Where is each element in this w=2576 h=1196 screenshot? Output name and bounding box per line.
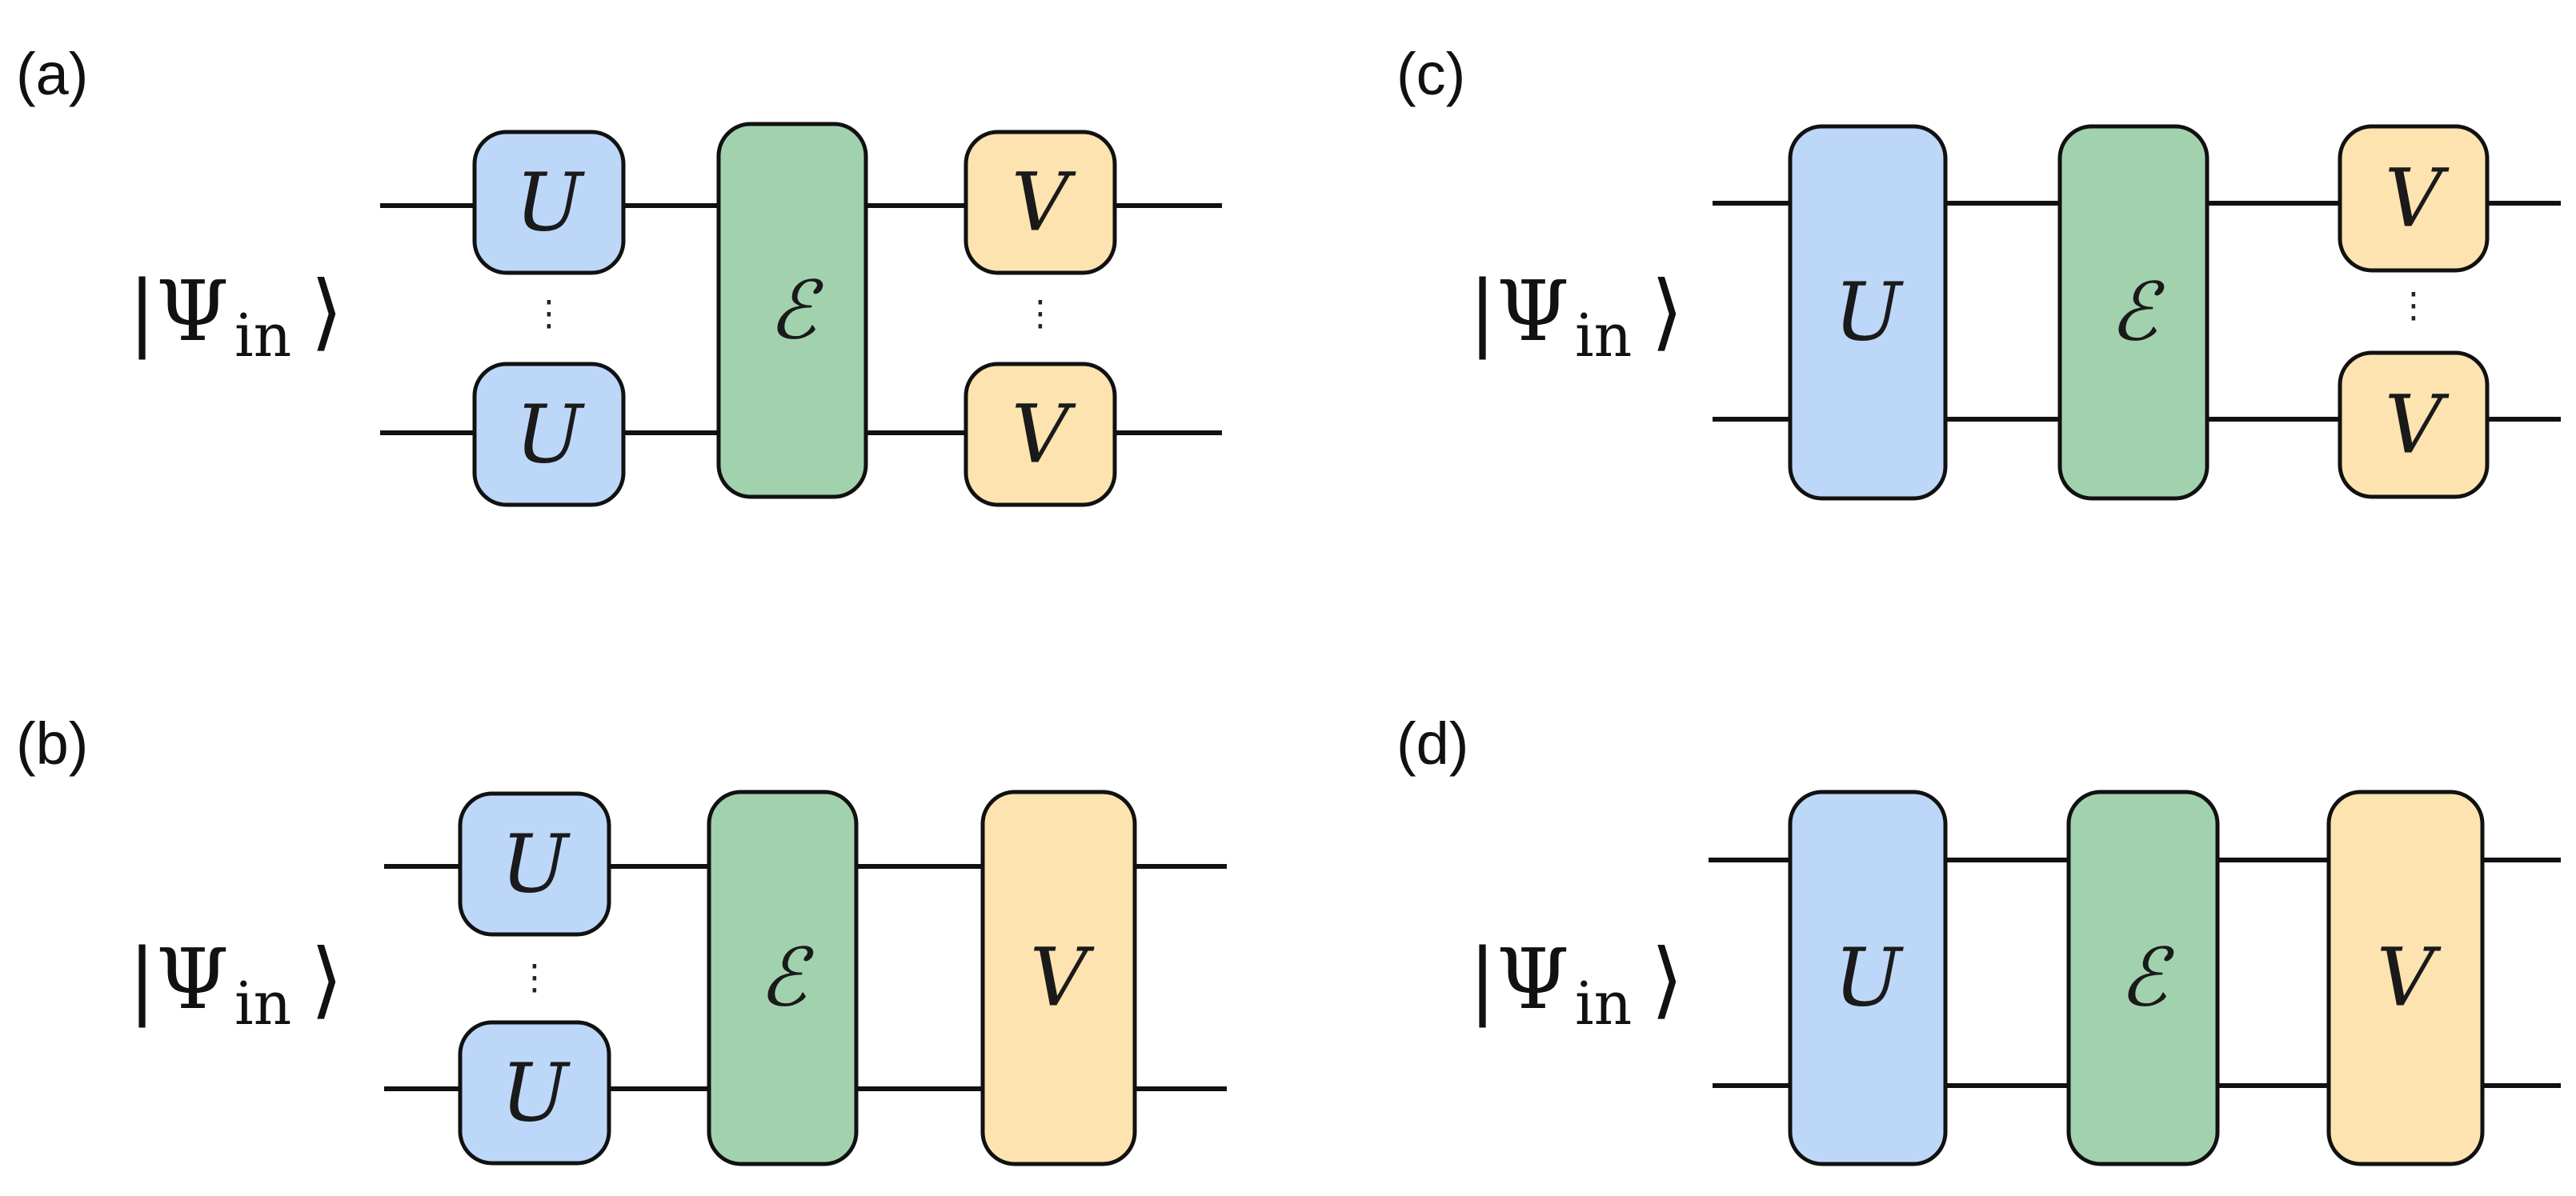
gate-v-top-a: V [963,130,1117,275]
ket-subscript: in [234,970,291,1038]
gate-u-global-c: U [1788,124,1948,501]
gate-v-label: V [2377,931,2442,1025]
gate-v-label: V [2385,152,2450,246]
gate-v-global-d: V [2326,790,2485,1166]
channel-e-label: ℰ [768,264,824,358]
ellipsis-u-a: ⋮ [531,294,567,334]
channel-e-label: ℰ [759,931,815,1025]
gate-v-top-c: V [2338,124,2490,273]
ket-subscript: in [234,302,291,370]
ket-close: ⟩ [310,930,343,1028]
channel-e-box [2057,124,2209,501]
ket-psi: |Ψ [1468,262,1569,360]
channel-e-box [2066,790,2220,1166]
ket-subscript: in [1575,302,1632,370]
ellipsis-u-b: ⋮ [517,958,552,998]
gate-u-label: U [1834,931,1905,1025]
gate-u-label: U [501,818,571,911]
ket-psi: |Ψ [1468,930,1569,1028]
gate-u-box [1788,790,1948,1166]
ellipsis-v-a: ⋮ [1023,294,1058,334]
ket-close: ⟩ [1651,262,1684,360]
ket-psi: |Ψ [128,262,229,360]
gate-u-label: U [515,388,586,482]
gate-u-box [472,130,626,275]
input-state-ket-c: |Ψ in ⟩ [1468,262,1684,370]
panel-label-a: (a) [16,41,88,107]
panel-b: (b) |Ψ in ⟩ U ⋮ U ℰ V [16,710,1227,1166]
gate-v-label: V [1012,156,1076,250]
ket-close: ⟩ [310,262,343,360]
panel-label-c: (c) [1396,41,1465,107]
input-state-ket-b: |Ψ in ⟩ [128,930,343,1038]
panel-label-b: (b) [16,710,88,777]
gate-v-bottom-c: V [2338,350,2490,499]
gate-u-top-a: U [472,130,626,275]
gate-u-box [472,362,626,507]
gate-u-box [458,1020,611,1166]
channel-e-d: ℰ [2066,790,2220,1166]
gate-u-top-b: U [458,791,611,937]
channel-e-box [707,790,859,1166]
panel-c: (c) |Ψ in ⟩ U ℰ V ⋮ V [1396,41,2561,501]
panel-label-d: (d) [1396,710,1468,777]
gate-v-box [963,362,1117,507]
channel-e-a: ℰ [716,122,868,499]
gate-u-box [458,791,611,937]
gate-u-label: U [515,156,586,250]
gate-v-bottom-a: V [963,362,1117,507]
gate-v-box [2338,124,2490,273]
gate-v-label: V [1012,388,1076,482]
gate-v-box [2326,790,2485,1166]
channel-e-b: ℰ [707,790,859,1166]
gate-u-label: U [1834,266,1905,359]
gate-u-global-d: U [1788,790,1948,1166]
gate-v-label: V [2385,378,2450,472]
gate-u-label: U [501,1046,571,1140]
ket-subscript: in [1575,970,1632,1038]
ellipsis-v-c: ⋮ [2396,286,2431,326]
gate-u-box [1788,124,1948,501]
gate-u-bottom-a: U [472,362,626,507]
gate-v-box [980,790,1137,1166]
panel-d: (d) |Ψ in ⟩ U ℰ V [1396,710,2561,1166]
gate-v-box [2338,350,2490,499]
gate-u-bottom-b: U [458,1020,611,1166]
ket-close: ⟩ [1651,930,1684,1028]
gate-v-box [963,130,1117,275]
channel-e-label: ℰ [2109,266,2165,359]
channel-e-c: ℰ [2057,124,2209,501]
panel-a: (a) |Ψ in ⟩ U ⋮ U ℰ V ⋮ V [16,41,1222,507]
ket-psi: |Ψ [128,930,229,1028]
channel-e-box [716,122,868,499]
channel-e-label: ℰ [2119,931,2175,1025]
gate-v-label: V [1030,931,1095,1025]
gate-v-global-b: V [980,790,1137,1166]
input-state-ket-a: |Ψ in ⟩ [128,262,343,370]
input-state-ket-d: |Ψ in ⟩ [1468,930,1684,1038]
